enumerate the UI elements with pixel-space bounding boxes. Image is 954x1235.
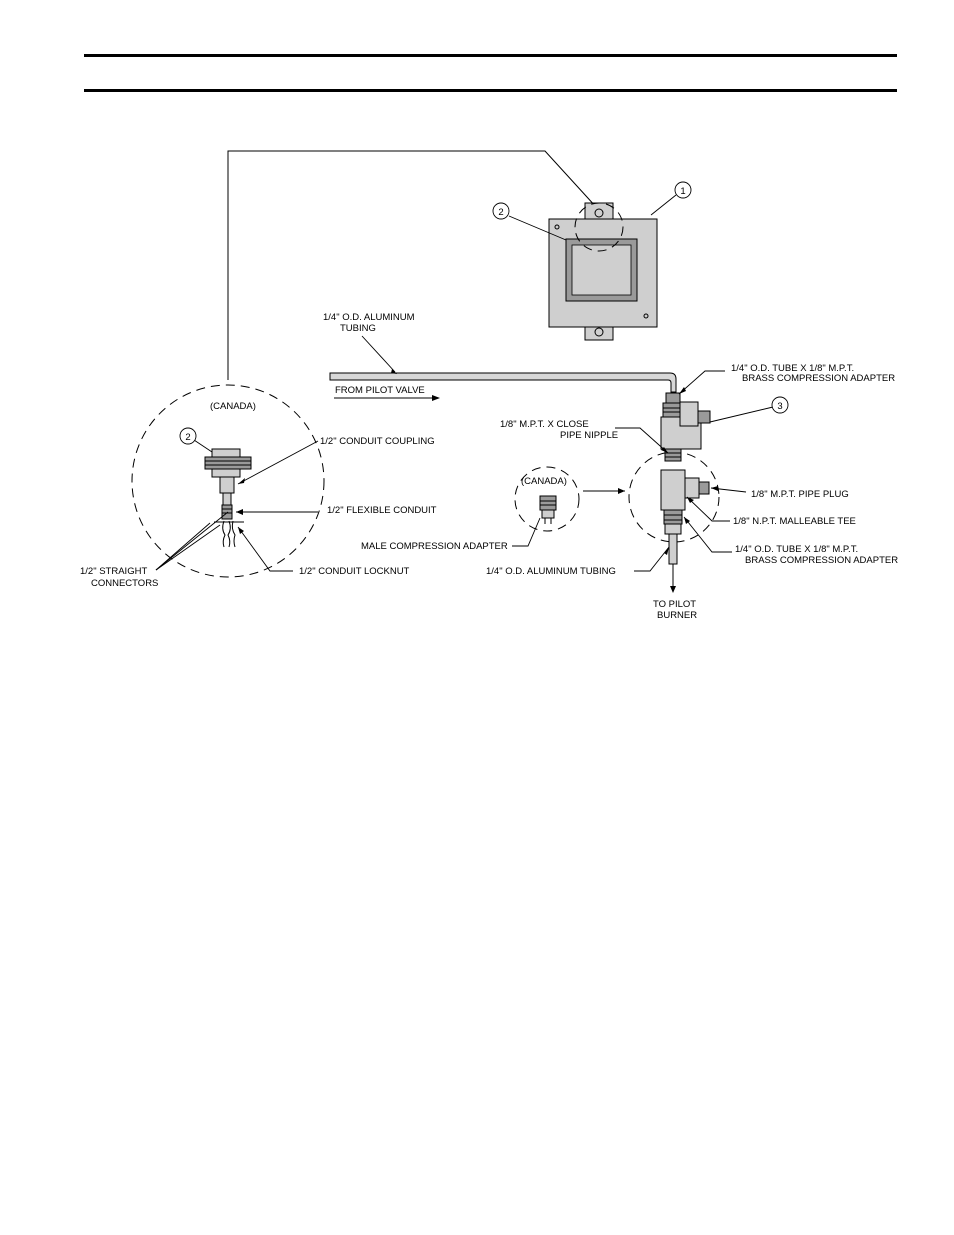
aluminum-tubing-label: 1/4" O.D. ALUMINUM TUBING: [486, 566, 616, 577]
callout-3: 3: [709, 396, 789, 423]
junction-box: [548, 202, 658, 341]
straight-connectors-label-2: CONNECTORS: [91, 578, 158, 589]
callout-number: 3: [777, 401, 782, 412]
header-rule-bottom: [84, 89, 897, 92]
canada-mid-label: (CANADA): [521, 476, 567, 487]
canada-detail-circle-mid: [514, 466, 580, 532]
header-rule-top: [84, 54, 897, 57]
adapter-bottom-label: 1/4" O.D. TUBE X 1/8" M.P.T.: [735, 544, 858, 555]
callout-2-box: 2: [492, 202, 567, 241]
adapter-top-label: 1/4" O.D. TUBE X 1/8" M.P.T.: [731, 363, 854, 374]
pilot-piping-assembly: [660, 392, 711, 593]
male-compression-adapter: [539, 495, 557, 524]
canada-detail-circle-left: [131, 384, 325, 578]
male-compression-adapter-label: MALE COMPRESSION ADAPTER: [361, 541, 508, 552]
callout-1: 1: [650, 181, 692, 216]
adapter-top-label-2: BRASS COMPRESSION ADAPTER: [742, 373, 895, 384]
malleable-tee-label: 1/8" N.P.T. MALLEABLE TEE: [733, 516, 856, 527]
pilot-tubing: [329, 372, 677, 401]
callout-number: 1: [680, 186, 685, 197]
conduit-locknut-label: 1/2" CONDUIT LOCKNUT: [299, 566, 410, 577]
conduit-coupling-label: 1/2" CONDUIT COUPLING: [320, 436, 435, 447]
pipe-plug-label: 1/8" M.P.T. PIPE PLUG: [751, 489, 849, 500]
callout-number: 2: [185, 432, 190, 443]
straight-connectors-label: 1/2" STRAIGHT: [80, 566, 147, 577]
flexible-conduit-label: 1/2" FLEXIBLE CONDUIT: [327, 505, 437, 516]
canada-left-label: (CANADA): [210, 401, 256, 412]
burner-label: BURNER: [657, 610, 697, 621]
tubing-top-label-2: TUBING: [340, 323, 376, 334]
pipe-nipple-label: 1/8" M.P.T. X CLOSE: [500, 419, 589, 430]
tubing-run-line: [227, 150, 598, 380]
adapter-bottom-label-2: BRASS COMPRESSION ADAPTER: [745, 555, 898, 566]
pipe-nipple-label-2: PIPE NIPPLE: [560, 430, 618, 441]
tubing-top-label: 1/4" O.D. ALUMINUM: [323, 312, 415, 323]
to-pilot-label: TO PILOT: [653, 599, 696, 610]
from-pilot-valve-label: FROM PILOT VALVE: [335, 385, 425, 396]
callout-number: 2: [498, 207, 503, 218]
callout-2-canada: 2: [179, 427, 213, 453]
conduit-assembly: [204, 448, 252, 548]
